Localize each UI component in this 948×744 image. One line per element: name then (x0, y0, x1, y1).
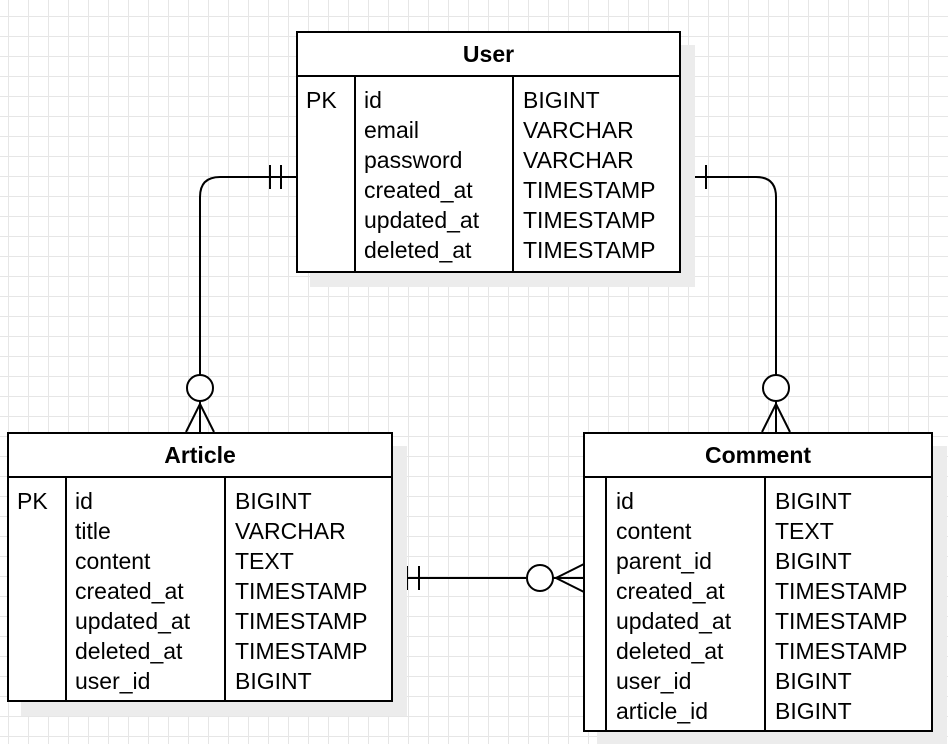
entity-comment[interactable]: Comment id content parent_id created_at … (583, 432, 933, 732)
field-type: BIGINT (235, 668, 312, 694)
connector-user-comment (680, 176, 777, 375)
field-type-column: BIGINT VARCHAR TEXT TIMESTAMP TIMESTAMP … (224, 478, 391, 700)
pk-label: PK (17, 488, 48, 514)
field-name: created_at (616, 578, 725, 604)
field-name: updated_at (75, 608, 191, 634)
zero-circle-marker (186, 374, 214, 402)
field-type: TIMESTAMP (523, 207, 656, 233)
field-type: VARCHAR (235, 518, 346, 544)
field-type: TEXT (235, 548, 294, 574)
field-name: updated_at (616, 608, 732, 634)
key-column: PK (9, 478, 65, 700)
field-name-column: id content parent_id created_at updated_… (605, 478, 764, 730)
pk-label: PK (306, 87, 337, 113)
field-name: deleted_at (616, 638, 724, 664)
field-name: id (75, 488, 93, 514)
field-type: TIMESTAMP (775, 638, 908, 664)
field-name: user_id (75, 668, 151, 694)
field-name: id (616, 488, 634, 514)
field-name: article_id (616, 698, 709, 724)
key-column (585, 478, 605, 730)
entity-article[interactable]: Article PK id title content created_at u… (7, 432, 393, 702)
field-type: VARCHAR (523, 147, 634, 173)
field-name: deleted_at (364, 237, 472, 263)
entity-title: Article (9, 434, 391, 478)
field-type: BIGINT (775, 668, 852, 694)
field-name: created_at (364, 177, 473, 203)
field-type: BIGINT (775, 698, 852, 724)
zero-circle-marker (762, 374, 790, 402)
entity-user[interactable]: User PK id email password created_at upd… (296, 31, 681, 273)
field-type-column: BIGINT VARCHAR VARCHAR TIMESTAMP TIMESTA… (512, 77, 679, 271)
field-type: TIMESTAMP (235, 578, 368, 604)
field-name: created_at (75, 578, 184, 604)
field-type: TIMESTAMP (775, 578, 908, 604)
field-name: email (364, 117, 419, 143)
field-type: TIMESTAMP (523, 237, 656, 263)
field-name: content (616, 518, 692, 544)
crowfoot-marker (185, 401, 215, 433)
field-type: BIGINT (775, 488, 852, 514)
field-name: updated_at (364, 207, 480, 233)
entity-title: Comment (585, 434, 931, 478)
crowfoot-marker (761, 401, 791, 433)
field-name: id (364, 87, 382, 113)
field-type: TIMESTAMP (235, 608, 368, 634)
field-type: TIMESTAMP (523, 177, 656, 203)
field-name: user_id (616, 668, 692, 694)
field-name-column: id email password created_at updated_at … (354, 77, 512, 271)
field-type: TIMESTAMP (235, 638, 368, 664)
field-type: BIGINT (775, 548, 852, 574)
field-name-column: id title content created_at updated_at d… (65, 478, 224, 700)
crowfoot-marker (553, 563, 585, 593)
connector-user-article (199, 176, 296, 375)
key-column: PK (298, 77, 354, 271)
field-name: deleted_at (75, 638, 183, 664)
field-type: VARCHAR (523, 117, 634, 143)
field-name: password (364, 147, 463, 173)
field-type: BIGINT (235, 488, 312, 514)
field-name: parent_id (616, 548, 712, 574)
field-name: title (75, 518, 111, 544)
zero-circle-marker (526, 564, 554, 592)
field-name: content (75, 548, 151, 574)
entity-title: User (298, 33, 679, 77)
field-type-column: BIGINT TEXT BIGINT TIMESTAMP TIMESTAMP T… (764, 478, 931, 730)
field-type: TIMESTAMP (775, 608, 908, 634)
field-type: BIGINT (523, 87, 600, 113)
field-type: TEXT (775, 518, 834, 544)
